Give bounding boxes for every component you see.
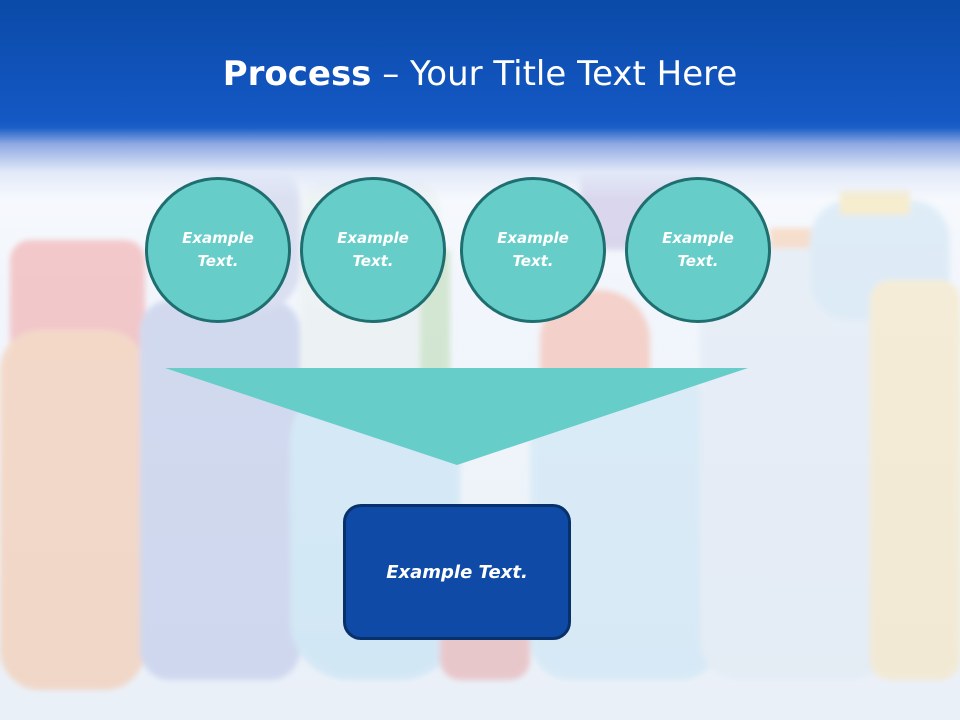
process-step-circle-3: Example Text. [460,177,606,323]
process-step-circle-2: Example Text. [300,177,446,323]
title-bold: Process [222,54,372,94]
process-step-label-4: Example Text. [662,229,734,270]
title-rest: – Your Title Text Here [371,54,738,94]
process-step-label-1: Example Text. [182,229,254,270]
slide-title: Process – Your Title Text Here [0,52,960,96]
process-step-label-2: Example Text. [337,229,409,270]
process-step-label-3: Example Text. [497,229,569,270]
header-band [0,0,960,200]
result-box-label: Example Text. [386,561,528,583]
process-step-circle-1: Example Text. [145,177,291,323]
process-step-circle-4: Example Text. [625,177,771,323]
result-box: Example Text. [343,504,571,640]
